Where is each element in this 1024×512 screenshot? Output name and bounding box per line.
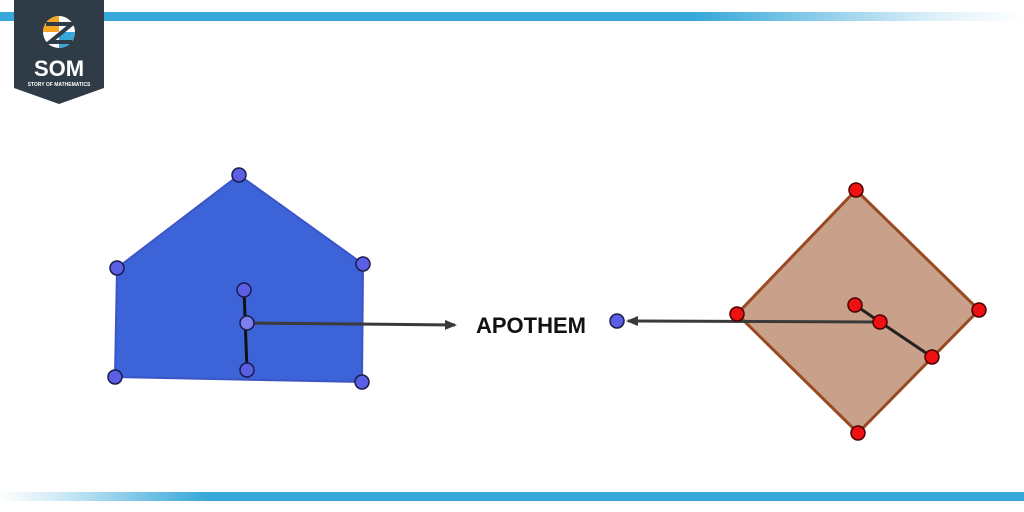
square-center-point — [872, 314, 888, 330]
square-vertex — [971, 302, 987, 318]
square-apothem-point — [924, 349, 940, 365]
square-vertex — [729, 306, 745, 322]
square-apothem-segment — [879, 320, 933, 359]
square-vertex — [850, 425, 866, 441]
logo-abbreviation: SOM — [34, 56, 84, 81]
bottom-accent-bar — [0, 492, 1024, 501]
apothem-label: APOTHEM — [476, 313, 586, 338]
brown-square-figure — [626, 182, 987, 441]
pentagon-vertex — [355, 256, 371, 272]
square-vertex — [848, 182, 864, 198]
pentagon-apothem-point — [239, 362, 255, 378]
pentagon-center-point — [239, 315, 255, 331]
blue-pentagon-figure — [107, 167, 457, 390]
blue-pentagon — [113, 173, 365, 384]
pentagon-vertex — [354, 374, 370, 390]
som-logo-mark-icon — [43, 16, 78, 48]
logo-tagline: STORY OF MATHEMATICS — [28, 82, 91, 88]
top-accent-bar — [0, 12, 1024, 21]
pentagon-apothem-point — [236, 282, 252, 298]
pentagon-vertex — [109, 260, 125, 276]
pentagon-vertex — [107, 369, 123, 385]
label-point — [609, 313, 625, 329]
square-arrow — [626, 316, 881, 327]
som-logo: SOM STORY OF MATHEMATICS — [14, 0, 104, 104]
pentagon-vertex — [231, 167, 247, 183]
square-apothem-point — [847, 297, 863, 313]
pentagon-arrow — [246, 319, 457, 330]
